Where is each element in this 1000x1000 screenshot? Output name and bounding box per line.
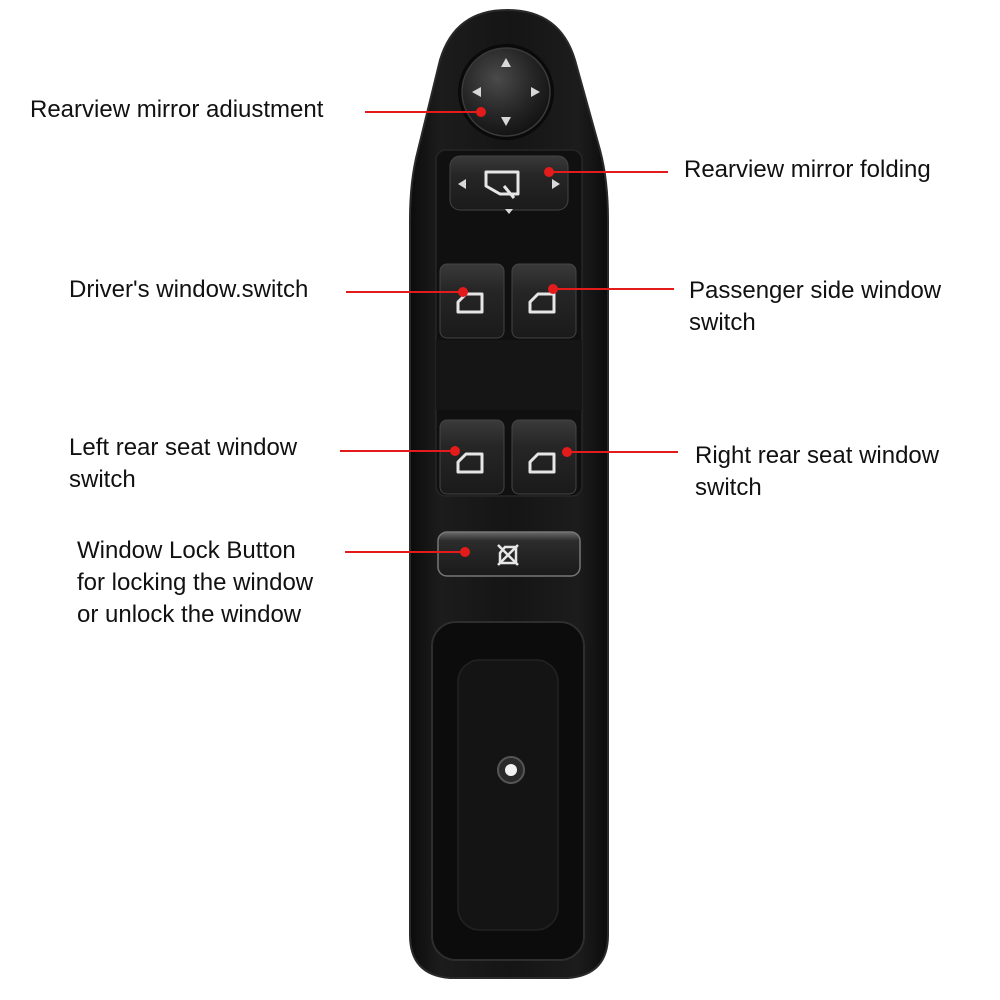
pointer-dot [548,284,558,294]
window-icon [528,452,556,474]
arrow-down-icon [505,209,513,214]
pointer-lines [340,107,678,557]
label-left-rear-window: Left rear seat window switch [69,432,297,496]
right-rear-window-switch[interactable] [511,419,577,495]
label-line: Left rear seat window [69,434,298,461]
label-mirror-fold: Rearview mirror folding [684,154,931,186]
pointer-dot [458,287,468,297]
left-rear-window-switch[interactable] [439,419,505,495]
window-lock-button[interactable] [437,531,581,577]
arrow-left-icon [472,87,481,97]
arrow-right-icon [531,87,540,97]
arrow-down-icon [501,117,511,126]
driver-window-switch[interactable] [439,263,505,339]
label-line: switch [69,466,136,493]
arrow-up-icon [501,58,511,67]
arrow-left-icon [458,179,466,189]
label-mirror-adjust: Rearview mirror adiustment [30,94,323,126]
arrow-right-icon [552,179,560,189]
passenger-window-switch[interactable] [511,263,577,339]
window-lock-icon [497,544,519,566]
label-driver-window: Driver's window.switch [69,274,308,306]
mirror-fold-icon [484,170,520,199]
label-line: or unlock the window [77,601,302,628]
pointer-dot [450,446,460,456]
label-line: Rearview mirror adiustment [30,96,324,123]
label-line: switch [695,474,762,501]
label-line: Passenger side window [689,277,942,304]
window-icon [456,452,484,474]
label-line: Driver's window.switch [69,276,309,303]
label-line: Right rear seat window [695,442,940,469]
label-passenger-window: Passenger side window switch [689,275,941,339]
pointer-dot [460,547,470,557]
mirror-adjust-knob[interactable] [458,44,554,140]
pointer-dot [476,107,486,117]
label-line: for locking the window [77,569,314,596]
mirror-fold-rocker[interactable] [449,155,569,214]
pointer-dot [544,167,554,177]
label-right-rear-window: Right rear seat window switch [695,440,939,504]
label-line: switch [689,309,756,336]
window-icon [456,292,484,314]
pointer-dot [562,447,572,457]
storage-tray [431,621,585,961]
label-line: Window Lock Button [77,537,296,564]
label-window-lock: Window Lock Button for locking the windo… [77,535,313,631]
window-icon [528,292,556,314]
label-line: Rearview mirror folding [684,156,931,183]
